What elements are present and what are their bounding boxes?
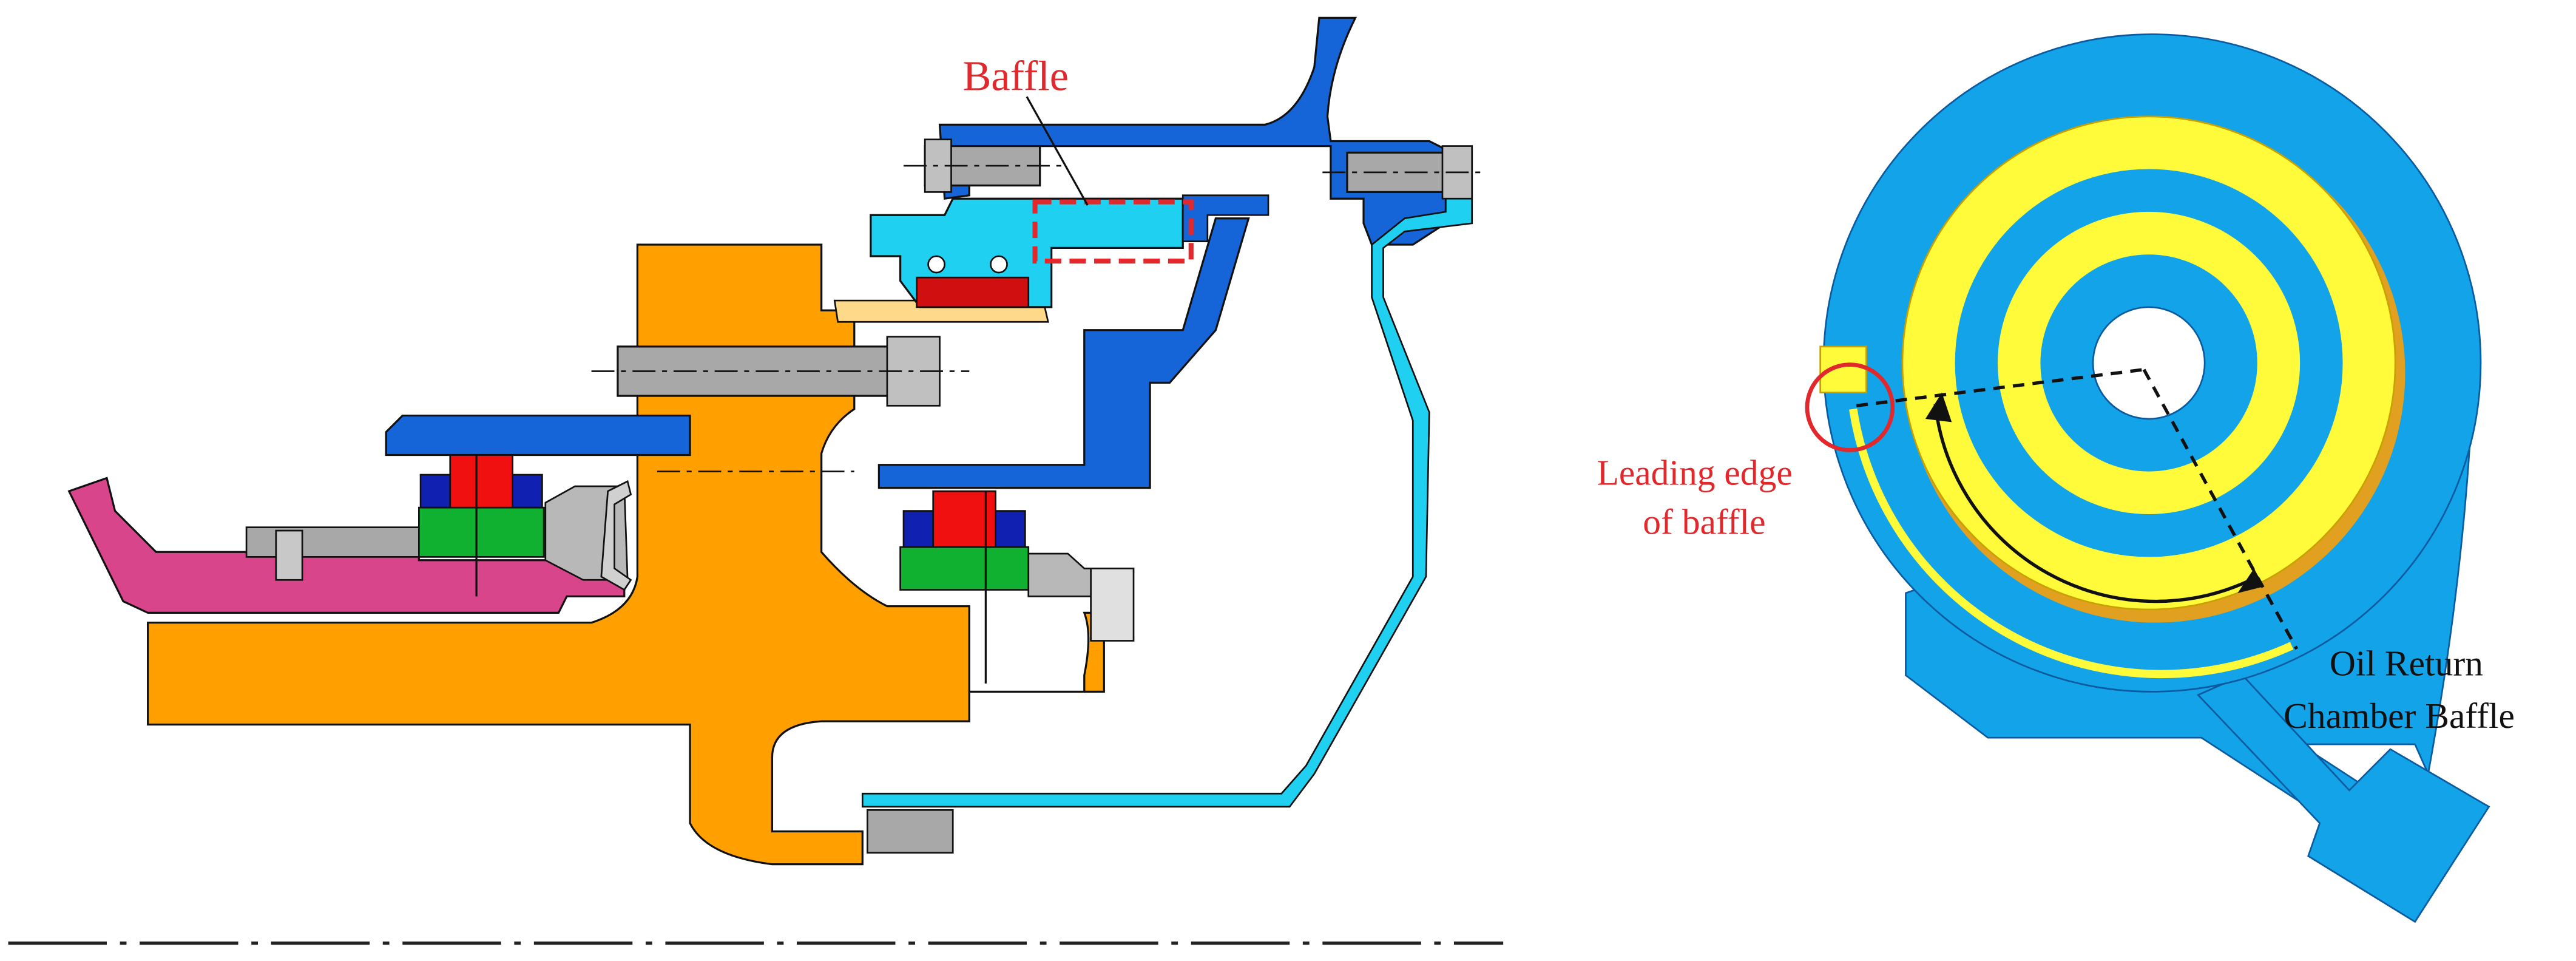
- blue-ring-left: [385, 414, 691, 457]
- bolt-small-left: [275, 529, 303, 581]
- gray-flange-left: [245, 526, 420, 558]
- baffle-label: Baffle: [962, 53, 1069, 100]
- cross-section-view: Baffle: [8, 16, 1504, 945]
- radius-line-right: [2142, 368, 2299, 650]
- bolt-bottom: [867, 809, 954, 854]
- bearing-navy-right-a: [902, 510, 935, 548]
- oil-return-label-line1: Oil Return: [2330, 643, 2483, 683]
- center-hole: [2092, 306, 2206, 420]
- arc-arrowhead-end: [2237, 568, 2264, 593]
- light-blue-wall: [861, 148, 1473, 808]
- seal-spring-a: [927, 255, 946, 274]
- blue-baffle-plate: [1182, 194, 1269, 242]
- leading-edge-highlight: [1805, 362, 1895, 452]
- blue-inner-casing: [877, 217, 1250, 489]
- arc-arrowhead-start: [1925, 392, 1952, 423]
- bearing-green-right: [899, 546, 1030, 591]
- radius-line-left: [1856, 368, 2145, 408]
- gray-clip-left: [600, 480, 632, 591]
- outlet-arm: [2197, 674, 2490, 923]
- leading-edge-label-line2: of baffle: [1643, 501, 1765, 542]
- rotation-arc: [1933, 404, 2252, 603]
- oil-return-label-line2: Chamber Baffle: [2284, 696, 2515, 736]
- seal-spring-b: [990, 255, 1008, 274]
- baffle-highlight-box: [1032, 199, 1194, 264]
- orange-shaft-body: [147, 243, 1105, 866]
- bearing-navy-left-a: [419, 474, 451, 509]
- baffle-leader-line: [1026, 96, 1089, 206]
- oil-return-baffle-strip: [1849, 408, 2294, 679]
- blue-outer-casing: [938, 16, 1447, 246]
- chamber-top-view: Leading edge of baffle Oil Return Chambe…: [1597, 33, 2515, 923]
- bearing-navy-right-b: [995, 510, 1026, 548]
- bearing-green-left: [418, 506, 545, 558]
- bearing-navy-left-b: [512, 474, 543, 509]
- gray-nut-right: [1090, 567, 1135, 642]
- red-seal-top: [916, 276, 1030, 308]
- leading-edge-label-line1: Leading edge: [1597, 452, 1792, 492]
